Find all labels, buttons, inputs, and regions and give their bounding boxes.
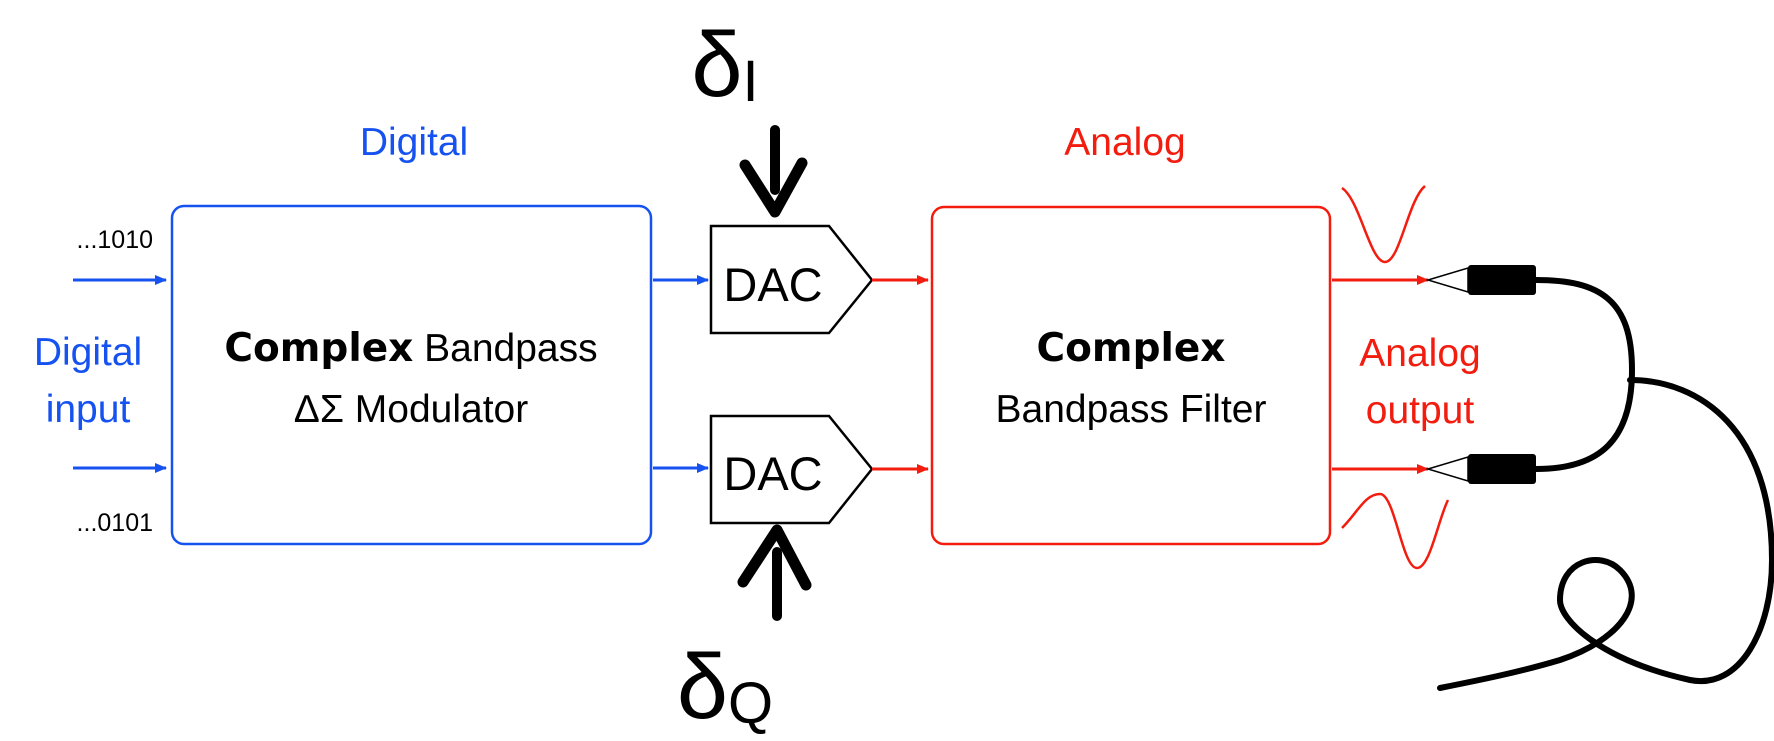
filter-label-line1: Complex <box>1037 326 1226 371</box>
dac-bottom: DAC <box>709 414 874 525</box>
filter-label-line2: Bandpass Filter <box>996 388 1267 431</box>
sine-pulse-icon-bottom <box>1341 492 1450 570</box>
analog-heading: Analog <box>1064 121 1185 164</box>
digital-input-label-line2: input <box>46 388 131 431</box>
bit-stream-bottom: ...0101 <box>77 509 153 537</box>
filter-block <box>930 205 1332 546</box>
delta-i-symbol: δ <box>691 14 742 116</box>
modulator-block <box>170 204 653 546</box>
delta-q-arrow-icon <box>737 524 812 621</box>
delta-i-label: δI <box>691 14 758 116</box>
delta-q-subscript: Q <box>728 671 773 736</box>
modulator-label-line1: Complex Bandpass <box>224 326 597 371</box>
ir-led-icon-bottom <box>1425 454 1536 484</box>
dac-bottom-label: DAC <box>723 447 822 500</box>
delta-q-label: δQ <box>677 636 773 738</box>
modulator-bold: Complex <box>224 326 413 371</box>
dac-top-label: DAC <box>723 258 822 311</box>
bit-stream-top: ...1010 <box>77 226 153 254</box>
digital-input-label-line1: Digital <box>34 331 142 374</box>
analog-output-label-line2: output <box>1366 389 1475 432</box>
modulator-line1-rest: Bandpass <box>413 327 597 370</box>
digital-heading: Digital <box>360 121 468 164</box>
ir-led-icon-top <box>1425 265 1536 295</box>
delta-i-arrow-icon <box>739 125 808 218</box>
delta-i-subscript: I <box>743 49 759 114</box>
sine-pulse-icon-top <box>1341 185 1426 264</box>
cable-icon <box>1437 277 1774 691</box>
analog-output-label-line1: Analog <box>1359 332 1480 375</box>
dac-top: DAC <box>709 224 874 335</box>
modulator-label-line2: ΔΣ Modulator <box>294 388 528 431</box>
delta-q-symbol: δ <box>677 636 728 738</box>
